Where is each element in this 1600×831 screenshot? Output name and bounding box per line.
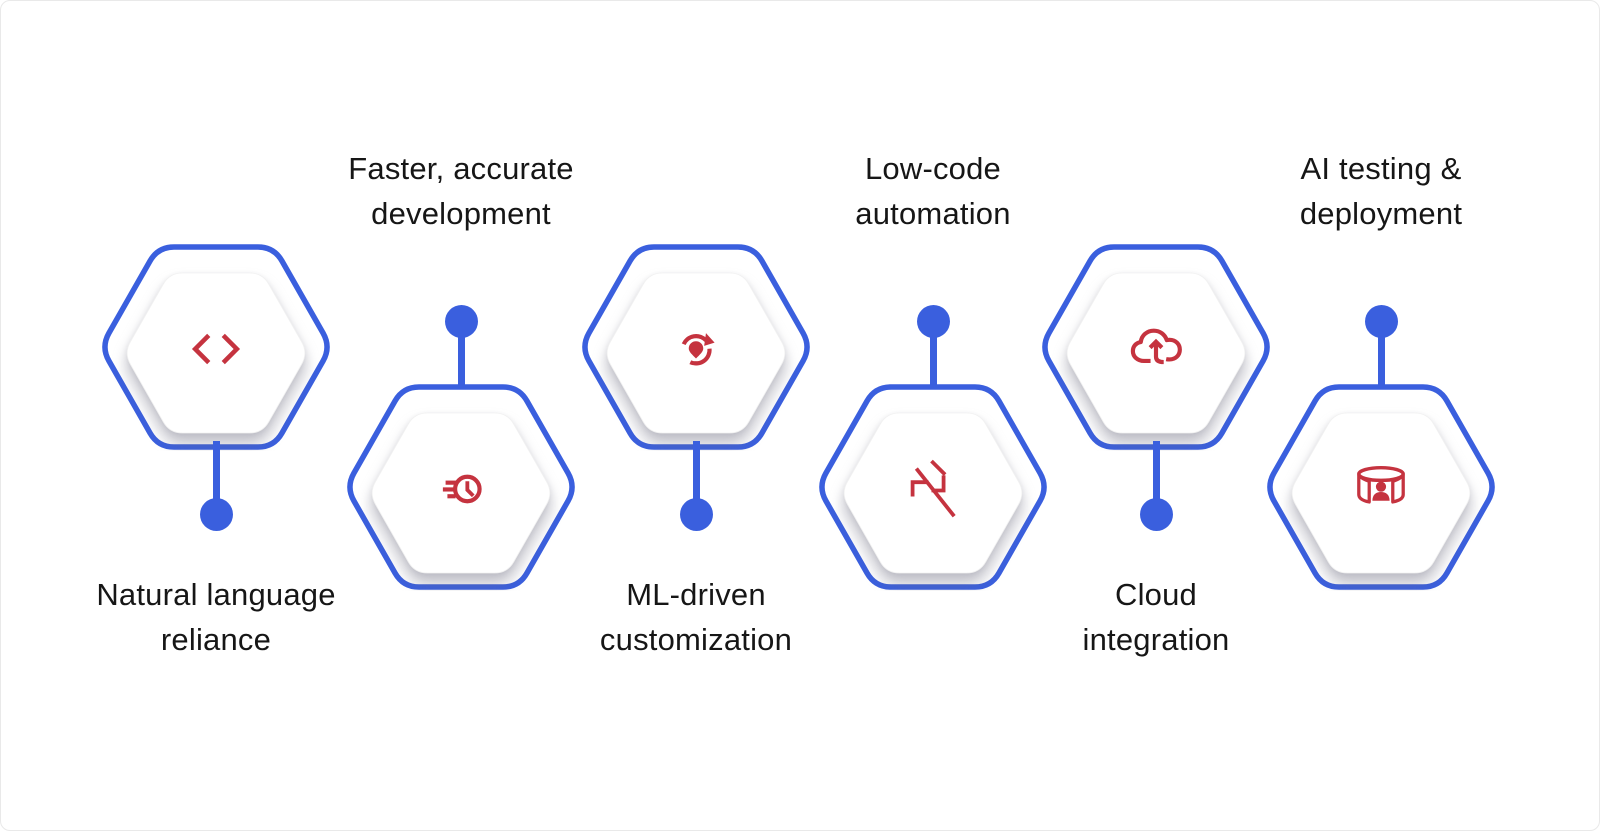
- hexagon: [101, 247, 331, 447]
- feature-label: Cloud integration: [976, 572, 1336, 662]
- feature-node-low-code-automation: Low-code automation: [773, 1, 1093, 831]
- feature-label-line1: Faster, accurate: [348, 151, 574, 186]
- hexagon: [818, 387, 1048, 587]
- feature-label-line2: automation: [855, 196, 1011, 231]
- rotating-pin-icon: [681, 333, 715, 366]
- feature-node-cloud-integration: Cloud integration: [996, 1, 1316, 830]
- hexagon: [1041, 247, 1271, 447]
- connector-line: [929, 335, 937, 387]
- connector-dot: [916, 305, 950, 338]
- low-code-icon: [910, 459, 956, 518]
- speed-clock-icon: [442, 474, 482, 504]
- feature-node-natural-language-reliance: Natural language reliance: [56, 1, 376, 830]
- feature-label-line2: customization: [599, 622, 793, 657]
- connector-line: [457, 335, 465, 387]
- feature-node-ai-testing-deployment: AI testing & deployment: [1221, 1, 1541, 831]
- connector-dot: [199, 498, 233, 531]
- connector-line: [692, 441, 700, 501]
- connector-line: [1377, 335, 1385, 387]
- feature-label-line1: Cloud: [1115, 577, 1197, 612]
- feature-label-line1: ML-driven: [626, 577, 766, 612]
- feature-label: Natural language reliance: [36, 572, 396, 662]
- panorama-user-icon: [1357, 465, 1405, 504]
- feature-label: Low-code automation: [753, 146, 1113, 236]
- code-icon: [191, 333, 241, 365]
- feature-label-line1: Low-code: [864, 151, 1001, 186]
- feature-label: Faster, accurate development: [281, 146, 641, 236]
- feature-label-line2: deployment: [1299, 196, 1463, 231]
- feature-label-line1: AI testing &: [1300, 151, 1462, 186]
- connector-dot: [1139, 498, 1173, 531]
- feature-label: AI testing & deployment: [1201, 146, 1561, 236]
- feature-label-line1: Natural language: [96, 577, 336, 612]
- feature-label-line2: integration: [1082, 622, 1230, 657]
- connector-dot: [1364, 305, 1398, 338]
- hexagon: [346, 387, 576, 587]
- connector-dot: [444, 305, 478, 338]
- cloud-upload-icon: [1130, 328, 1182, 365]
- feature-label-line2: development: [371, 196, 551, 231]
- feature-node-faster-accurate-development: Faster, accurate development: [301, 1, 621, 831]
- hexagon: [1266, 387, 1496, 587]
- feature-label: ML-driven customization: [516, 572, 876, 662]
- hexagon: [581, 247, 811, 447]
- connector-line: [1152, 441, 1160, 501]
- feature-node-ml-driven-customization: ML-driven customization: [536, 1, 856, 830]
- connector-line: [212, 441, 220, 501]
- connector-dot: [679, 498, 713, 531]
- feature-label-line2: reliance: [160, 622, 272, 657]
